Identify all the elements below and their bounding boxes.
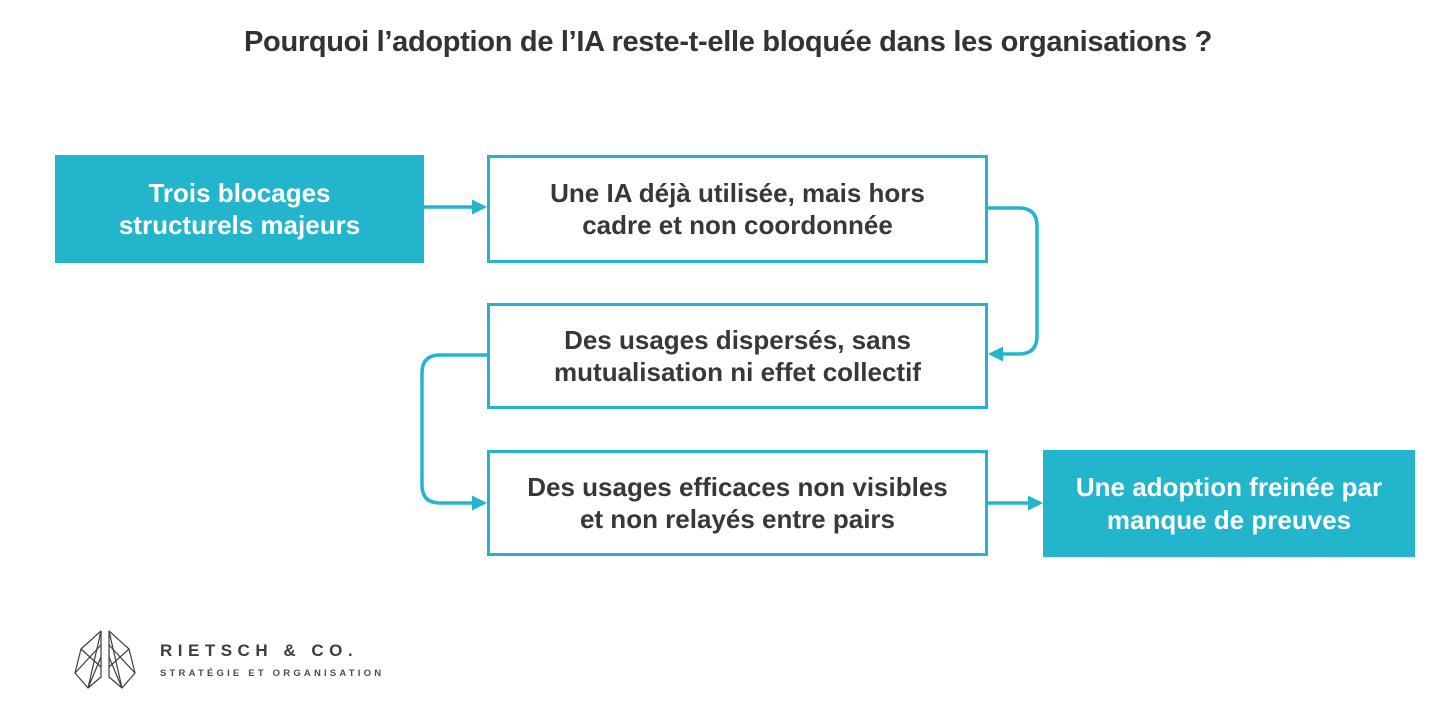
logo-tagline: STRATÉGIE ET ORGANISATION — [160, 668, 385, 679]
node-cause-3-label: Des usages efficaces non visibles et non… — [527, 471, 948, 535]
logo: RIETSCH & CO. STRATÉGIE ET ORGANISATION — [72, 629, 384, 691]
node-cause-1: Une IA déjà utilisée, mais hors cadre et… — [487, 155, 988, 263]
node-outcome-label: Une adoption freinée par manque de preuv… — [1075, 472, 1383, 535]
node-cause-2-label: Des usages dispersés, sans mutualisation… — [554, 324, 921, 388]
node-cause-2: Des usages dispersés, sans mutualisation… — [487, 303, 988, 409]
arrow-source-to-cause-1 — [424, 199, 487, 215]
node-outcome: Une adoption freinée par manque de preuv… — [1043, 450, 1415, 557]
node-source-label: Trois blocages structurels majeurs — [118, 177, 361, 241]
logo-name: RIETSCH & CO. — [160, 641, 359, 660]
arrow-cause-2-to-cause-3 — [420, 353, 487, 511]
crystal-logo-icon — [72, 629, 138, 691]
logo-text: RIETSCH & CO. STRATÉGIE ET ORGANISATION — [160, 641, 384, 679]
node-source: Trois blocages structurels majeurs — [55, 155, 424, 263]
page-title: Pourquoi l’adoption de l’IA reste-t-elle… — [244, 26, 1212, 58]
node-cause-1-label: Une IA déjà utilisée, mais hors cadre et… — [550, 177, 925, 241]
arrow-cause-3-to-outcome — [988, 495, 1043, 511]
arrow-cause-1-to-cause-2 — [988, 206, 1039, 362]
node-cause-3: Des usages efficaces non visibles et non… — [487, 450, 988, 556]
